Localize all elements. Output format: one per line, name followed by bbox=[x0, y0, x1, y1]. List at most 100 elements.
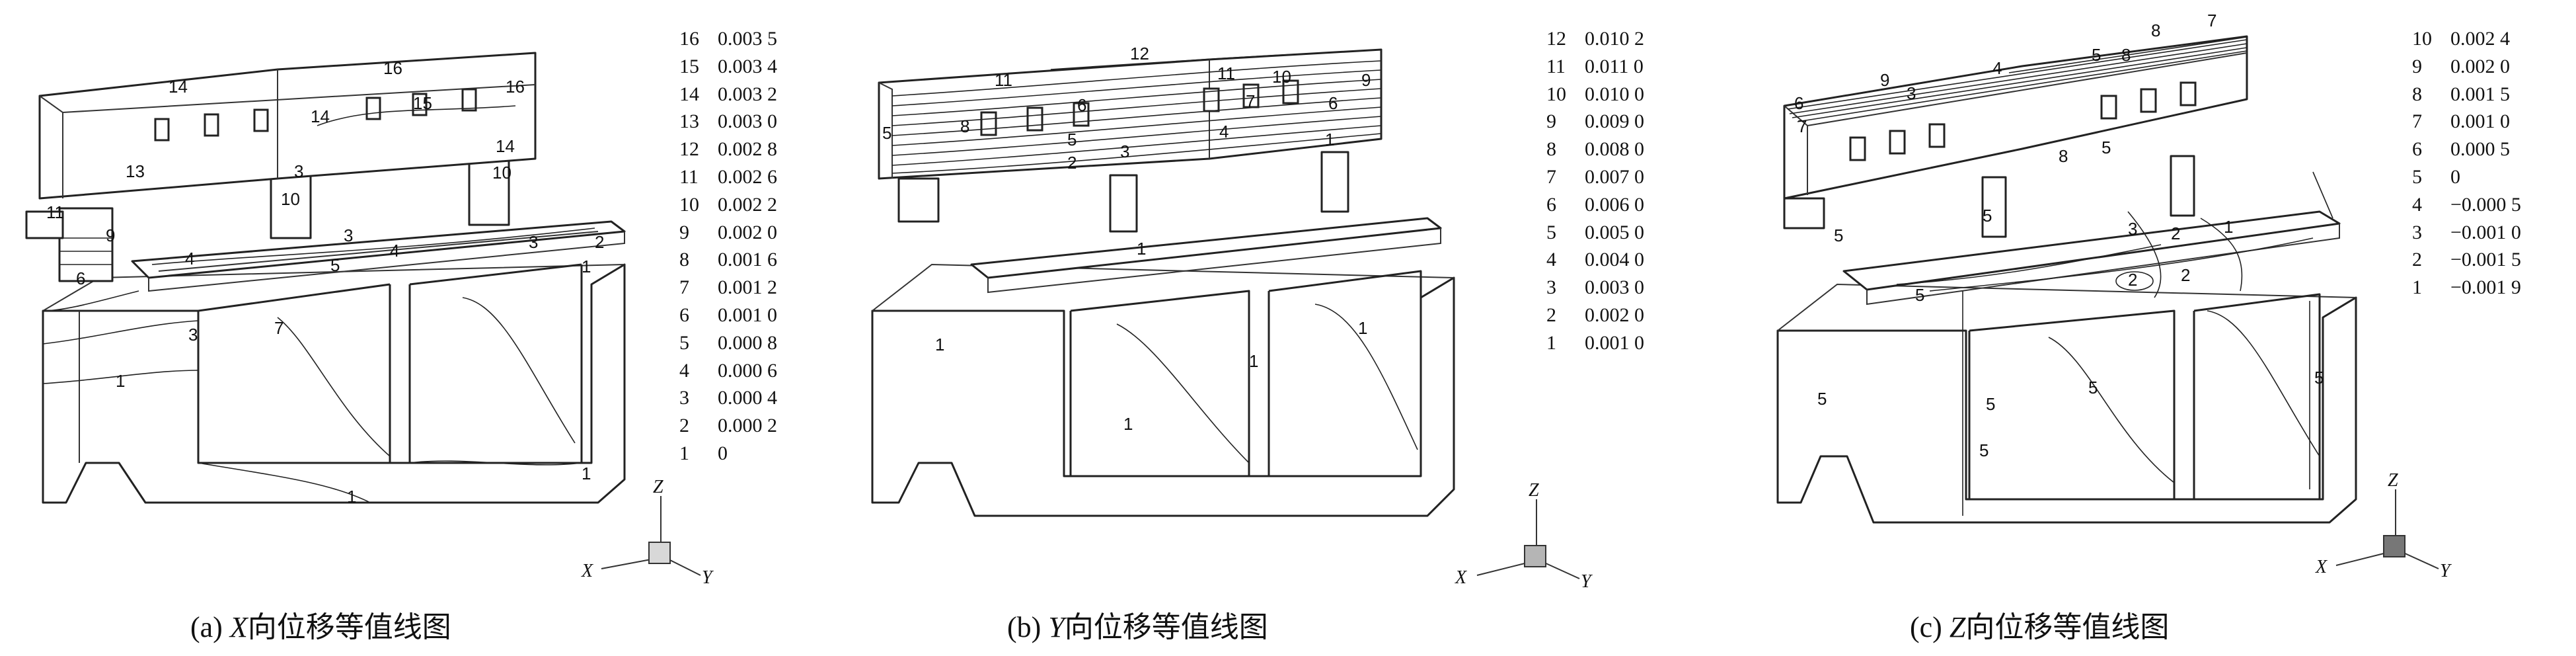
contour-label: 12 bbox=[1130, 44, 1149, 63]
legend-level-id: 6 bbox=[2412, 138, 2422, 161]
legend-level-value: 0.002 4 bbox=[2450, 28, 2510, 50]
contour-label: 5 bbox=[1986, 394, 1995, 414]
legend-level-value: 0.004 0 bbox=[1585, 249, 1644, 271]
legend-level-id: 5 bbox=[2412, 165, 2422, 188]
legend-row: 3 0.000 4 bbox=[679, 384, 777, 412]
legend-level-id: 6 bbox=[679, 304, 689, 326]
legend-level-value: 0.000 2 bbox=[718, 415, 777, 437]
legend-level-value: 0.003 2 bbox=[718, 83, 777, 105]
legend-level-id: 1 bbox=[2412, 276, 2422, 299]
contour-label: 2 bbox=[2181, 265, 2190, 285]
contour-label: 6 bbox=[76, 268, 85, 288]
axis-y-label: Y bbox=[1581, 571, 1593, 592]
legend-level-value: 0.008 0 bbox=[1585, 138, 1644, 161]
legend-level-id: 11 bbox=[1546, 55, 1566, 77]
legend-level-id: 9 bbox=[679, 221, 689, 243]
contour-label: 5 bbox=[1067, 130, 1077, 149]
legend-level-value: 0.003 0 bbox=[1585, 276, 1644, 299]
axis-triad-c: Z X Y bbox=[2315, 470, 2452, 581]
axis-z-label: Z bbox=[653, 477, 663, 497]
legend-row: 8 0.001 6 bbox=[679, 246, 777, 274]
contour-label: 4 bbox=[390, 241, 399, 261]
structure-model-c bbox=[1776, 35, 2357, 524]
contour-label: 3 bbox=[529, 232, 538, 252]
contour-label: 3 bbox=[188, 325, 198, 345]
legend-level-value: 0.006 0 bbox=[1585, 193, 1644, 216]
legend-level-id: 4 bbox=[2412, 193, 2422, 216]
contour-label: 9 bbox=[1880, 70, 1889, 90]
contour-label: 11 bbox=[995, 70, 1012, 90]
contour-label: 2 bbox=[1067, 153, 1077, 173]
legend-level-id: 8 bbox=[2412, 83, 2422, 105]
contour-label: 5 bbox=[882, 123, 891, 143]
legend-level-value: 0.001 0 bbox=[2450, 110, 2510, 133]
contour-label: 1 bbox=[2224, 217, 2233, 237]
legend-level-id: 2 bbox=[1546, 304, 1556, 326]
axis-triad-a: Z X Y bbox=[581, 477, 714, 588]
contour-labels-a: 14 16 14 15 16 13 3 14 10 11 9 10 3 4 5 … bbox=[46, 58, 604, 507]
legend-level-id: 7 bbox=[1546, 165, 1556, 188]
legend-level-value: 0.001 6 bbox=[718, 249, 777, 271]
legend-level-id: 10 bbox=[1546, 83, 1566, 105]
contour-label: 2 bbox=[2171, 224, 2180, 243]
legend-level-id: 1 bbox=[679, 442, 689, 464]
contour-label: 1 bbox=[935, 335, 944, 354]
legend-level-id: 3 bbox=[679, 387, 689, 409]
contour-label: 8 bbox=[960, 116, 969, 136]
legend-row: 7 0.001 0 bbox=[2412, 108, 2521, 136]
contour-label: 5 bbox=[1817, 389, 1827, 409]
legend-level-id: 4 bbox=[1546, 249, 1556, 271]
contour-label: 3 bbox=[294, 161, 303, 181]
legend-level-id: 8 bbox=[679, 249, 689, 271]
legend-level-value: 0.003 5 bbox=[718, 28, 777, 50]
contour-label: 1 bbox=[582, 464, 591, 483]
structure-model-b bbox=[871, 48, 1455, 517]
contour-label: 4 bbox=[1219, 122, 1229, 142]
contour-label: 1 bbox=[1137, 239, 1146, 259]
legend-level-value: 0.000 4 bbox=[718, 387, 777, 409]
legend-level-value: −0.001 5 bbox=[2450, 249, 2521, 271]
legend-level-id: 8 bbox=[1546, 138, 1556, 161]
contour-label: 6 bbox=[1077, 95, 1086, 115]
legend-level-value: 0.001 0 bbox=[1585, 331, 1644, 354]
legend-row: 2−0.001 5 bbox=[2412, 246, 2521, 274]
legend-level-id: 7 bbox=[2412, 110, 2422, 133]
legend-level-value: −0.001 0 bbox=[2450, 221, 2521, 243]
legend-level-value: 0.002 2 bbox=[718, 193, 777, 216]
contour-label: 8 bbox=[2059, 146, 2068, 166]
contour-label: 4 bbox=[185, 249, 194, 268]
contour-label: 1 bbox=[347, 487, 356, 507]
contour-label: 5 bbox=[1834, 226, 1843, 245]
contour-label: 11 bbox=[46, 202, 64, 222]
contour-label: 1 bbox=[1325, 130, 1334, 149]
legend-level-id: 6 bbox=[1546, 193, 1556, 216]
legend-row: 4 0.004 0 bbox=[1546, 246, 1644, 274]
axis-z-label: Z bbox=[2388, 470, 2398, 491]
contour-label: 3 bbox=[1120, 142, 1129, 161]
contour-label: 3 bbox=[2128, 219, 2137, 239]
caption-text: 向位移等值线图 bbox=[1064, 611, 1268, 643]
contour-label: 7 bbox=[2207, 11, 2216, 30]
legend-level-value: 0.009 0 bbox=[1585, 110, 1644, 133]
legend-level-id: 3 bbox=[2412, 221, 2422, 243]
axis-triad-b: Z X Y bbox=[1455, 480, 1593, 592]
legend-row: 1−0.001 9 bbox=[2412, 274, 2521, 302]
caption-prefix: (c) bbox=[1910, 611, 1950, 643]
panel-a: 14 16 14 15 16 13 3 14 10 11 9 10 3 4 5 … bbox=[0, 0, 852, 656]
contour-label: 6 bbox=[1794, 93, 1803, 113]
contour-label: 7 bbox=[1246, 91, 1255, 111]
caption-axis: Y bbox=[1048, 611, 1065, 643]
legend-level-value: 0.010 0 bbox=[1585, 83, 1644, 105]
contour-label: 9 bbox=[106, 226, 115, 245]
legend-level-value: 0.003 4 bbox=[718, 55, 777, 77]
